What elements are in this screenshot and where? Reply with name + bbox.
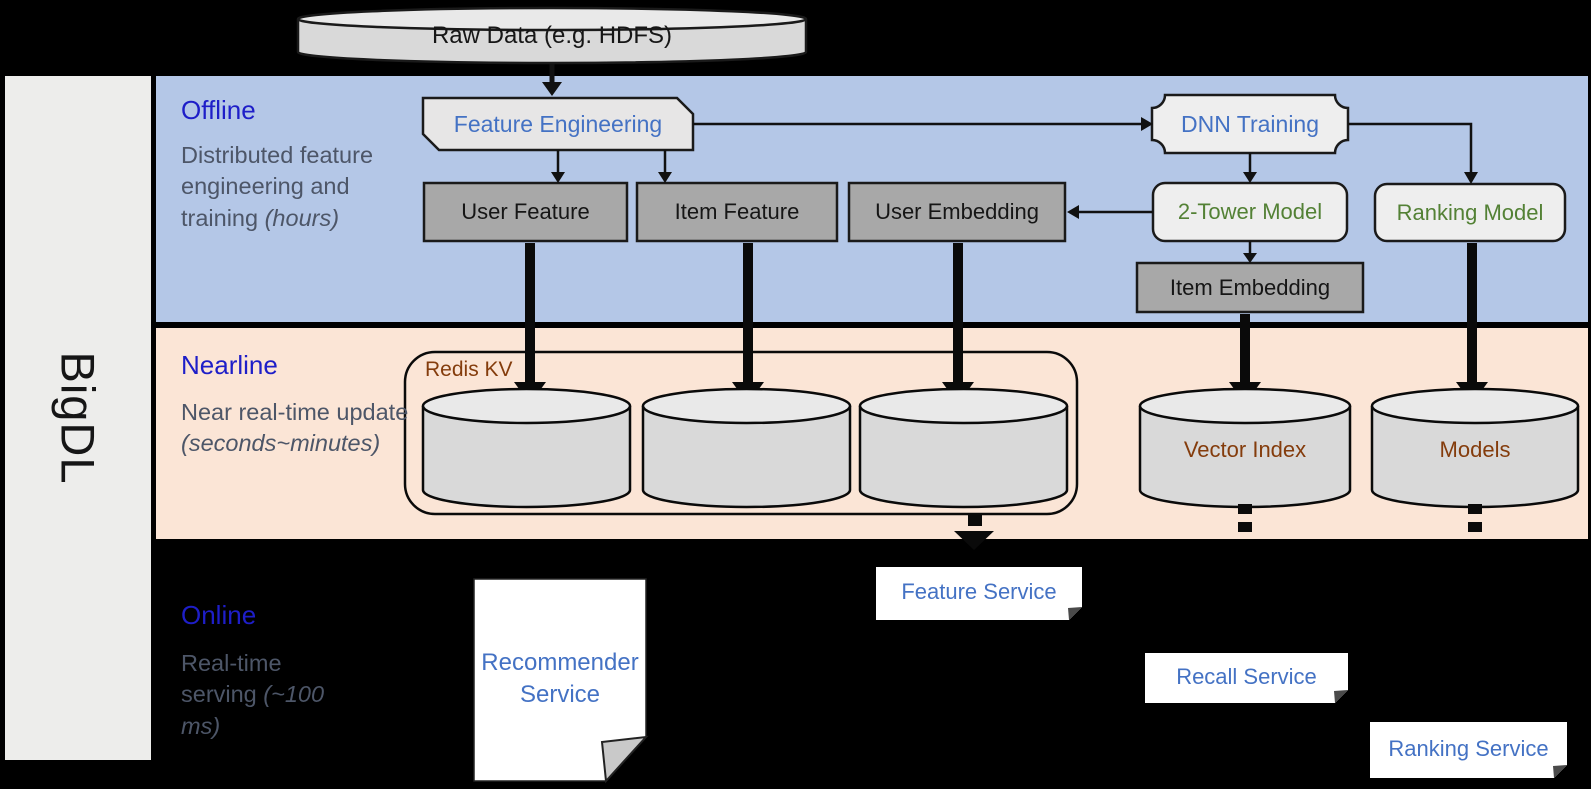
recommender-service-shape <box>473 578 649 784</box>
feature-service-label: Feature Service <box>901 579 1057 604</box>
bigdl-sidebar: BigDL <box>5 76 151 760</box>
offline-desc-note: (hours) <box>264 204 340 231</box>
recommender-service-label: Recommender Service <box>481 648 639 708</box>
feature-service-shape <box>876 567 1082 620</box>
bigdl-brand-label: BigDL <box>51 351 105 485</box>
offline-lane-title: Offline <box>181 95 256 125</box>
redis-kv-label: Redis KV <box>425 358 513 381</box>
online-desc-note: (~100 ms) <box>181 681 325 739</box>
raw-data-cylinder <box>296 6 808 65</box>
nearline-desc-note: (seconds~minutes) <box>181 430 381 457</box>
nearline-lane-description: Near real-time update (seconds~minutes) <box>181 397 433 460</box>
offline-lane-description: Distributed feature engineering and trai… <box>181 140 433 234</box>
raw-data-label: Raw Data (e.g. HDFS) <box>431 22 673 49</box>
ranking-service-label: Ranking Service <box>1388 735 1549 761</box>
recall-service-shape <box>1145 653 1348 703</box>
nearline-lane-title: Nearline <box>181 350 278 380</box>
online-lane-description: Real-time serving (~100 ms) <box>181 648 341 742</box>
online-lane-title: Online <box>181 600 257 630</box>
nearline-desc-text: Near real-time update <box>181 399 409 425</box>
online-desc-text: Real-time serving <box>181 650 282 708</box>
offline-desc-text: Distributed feature engineering and trai… <box>181 142 374 231</box>
recall-service-label: Recall Service <box>1176 664 1317 689</box>
ranking-service-shape <box>1370 722 1567 778</box>
